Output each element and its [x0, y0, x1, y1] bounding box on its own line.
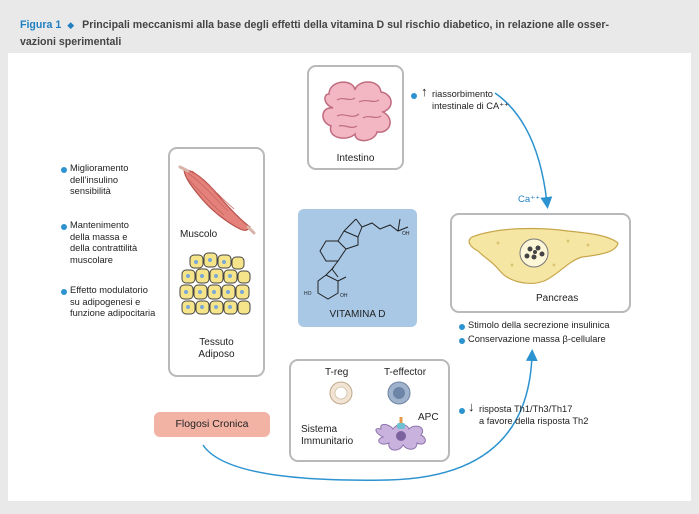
- pancreas-effect-2: Conservazione massa β-cellulare: [468, 334, 606, 344]
- muscle-effect-3-line-3: funzione adipocitaria: [70, 308, 156, 318]
- treg-cell-icon: [329, 381, 353, 405]
- arrow-intestine-to-pancreas: [494, 92, 553, 209]
- muscle-icon: [178, 165, 256, 235]
- muscle-effect-1-line-2: dell’insulino: [70, 174, 119, 185]
- intestine-box: Intestino: [307, 65, 404, 170]
- figure-header: Figura 1 ◆ Principali meccanismi alla base…: [8, 8, 691, 52]
- chronic-inflammation-box: Flogosi Cronica: [154, 412, 270, 437]
- muscle-effect-1: Miglioramento dell’insulino sensibilità: [70, 163, 128, 198]
- figure-label: Figura 1: [20, 19, 62, 31]
- immune-label-line-2: Immunitario: [301, 436, 354, 447]
- caption-line-2: vazioni sperimentali: [20, 36, 122, 48]
- muscle-effect-3-line-1: Effetto modulatorio: [70, 285, 148, 295]
- pancreas-effect-1: Stimolo della secrezione insulinica: [468, 320, 610, 330]
- oh-label-1: OH: [402, 231, 410, 237]
- adipose-tissue-icon: [179, 252, 251, 315]
- muscle-effect-2: Mantenimento della massa e della contrat…: [70, 220, 137, 266]
- figure-caption: Figura 1 ◆ Principali meccanismi alla base…: [20, 17, 680, 51]
- apc-cell-icon: [375, 417, 426, 451]
- intestine-effect-line-1: riassorbimento: [432, 89, 493, 99]
- pancreas-box: Pancreas: [450, 213, 631, 313]
- muscle-adipose-box: Muscolo Tessuto Adiposo: [168, 147, 265, 377]
- vitamin-d-molecule-icon: OH OH HO: [304, 218, 410, 300]
- immune-bullet: [459, 408, 465, 414]
- teffector-label: T-effector: [384, 367, 427, 378]
- adipose-label-line-2: Adiposo: [198, 349, 235, 360]
- diamond-icon: ◆: [67, 20, 75, 30]
- muscle-label: Muscolo: [180, 229, 218, 240]
- vitamin-d-box: OH OH HO VITAMINA D: [298, 209, 417, 327]
- muscle-effect-2-line-2: della massa e: [70, 231, 128, 242]
- oh-label-2: OH: [340, 293, 348, 299]
- immune-system-box: T-reg T-effector APC Sistema Immunitario: [289, 359, 450, 462]
- caption-line-1: Principali meccanismi alla base degli ef…: [82, 19, 610, 31]
- arrow-immune-to-pancreas: [202, 349, 538, 481]
- diagram-panel: Intestino ↑ riassorbimento intestinale d…: [8, 53, 691, 501]
- chronic-inflammation-label: Flogosi Cronica: [175, 418, 249, 430]
- ho-label: HO: [304, 291, 312, 297]
- muscle-effect-3: Effetto modulatorio su adipogenesi e fun…: [70, 285, 155, 320]
- muscle-effect-2-line-1: Mantenimento: [70, 220, 129, 230]
- treg-label: T-reg: [325, 367, 349, 378]
- apc-label: APC: [418, 412, 439, 423]
- pancreas-icon: [468, 227, 619, 284]
- muscle-effect-3-line-2: su adipogenesi e: [70, 296, 141, 307]
- immune-arrow-down: ↓: [468, 399, 475, 414]
- intestine-icon: [322, 81, 392, 142]
- immune-effect-line-2: a favore della risposta Th2: [479, 416, 589, 426]
- adipose-label-line-1: Tessuto: [199, 337, 234, 348]
- muscle-effect-1-line-3: sensibilità: [70, 186, 111, 196]
- muscle-effect-3-bullet: [61, 289, 67, 295]
- vitamin-d-label: VITAMINA D: [329, 309, 386, 320]
- muscle-effect-2-line-4: muscolare: [70, 254, 113, 265]
- pancreas-label: Pancreas: [536, 293, 579, 304]
- pancreas-effect-1-bullet: [459, 324, 465, 330]
- muscle-effect-1-line-1: Miglioramento: [70, 163, 129, 173]
- pancreas-effect-2-bullet: [459, 338, 465, 344]
- immune-effect-line-1: risposta Th1/Th3/Th17: [479, 404, 573, 414]
- intestine-label: Intestino: [336, 153, 375, 164]
- muscle-effect-1-bullet: [61, 167, 67, 173]
- connector-arrows: [202, 92, 553, 481]
- muscle-effect-2-line-3: della contrattilità: [70, 243, 138, 253]
- intestine-bullet: [411, 93, 417, 99]
- intestine-arrow-up: ↑: [421, 84, 428, 99]
- intestine-effect-line-2: intestinale di CA⁺⁺: [432, 101, 509, 111]
- teffector-cell-icon: [387, 381, 411, 405]
- muscle-effect-2-bullet: [61, 224, 67, 230]
- calcium-label: Ca⁺⁺: [518, 194, 541, 205]
- immune-label-line-1: Sistema: [301, 424, 338, 435]
